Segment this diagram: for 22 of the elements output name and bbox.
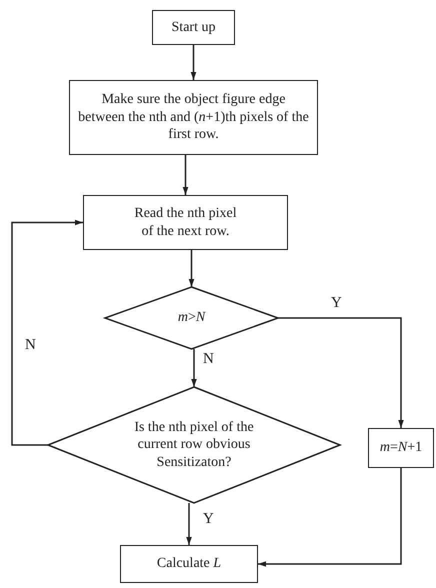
node-text: Calculate L — [156, 555, 222, 573]
arrow — [258, 468, 402, 567]
decision-diamond — [105, 287, 278, 349]
process-box — [152, 10, 235, 45]
arrow — [278, 317, 404, 428]
process-box — [120, 545, 258, 583]
node-text: m>N — [178, 309, 206, 327]
node-text: Read the nth pixel of the next row. — [133, 205, 238, 240]
arrow — [11, 220, 83, 446]
decision-diamond — [48, 387, 340, 503]
arrow — [182, 155, 188, 195]
node-text: Make sure the object figure edge between the nth and (n+1)th pixels of the first row. — [78, 91, 309, 144]
arrow — [190, 45, 196, 80]
process-box — [69, 80, 318, 155]
node-text: m=N+1 — [380, 439, 422, 457]
process-box — [83, 195, 288, 250]
node-text: Start up — [172, 18, 216, 36]
process-box — [368, 428, 434, 468]
node-text: Is the nth pixel of the current row obvious Sensitizaton? — [133, 418, 255, 472]
arrow — [191, 349, 197, 387]
arrow — [188, 250, 194, 287]
arrow — [186, 503, 192, 545]
